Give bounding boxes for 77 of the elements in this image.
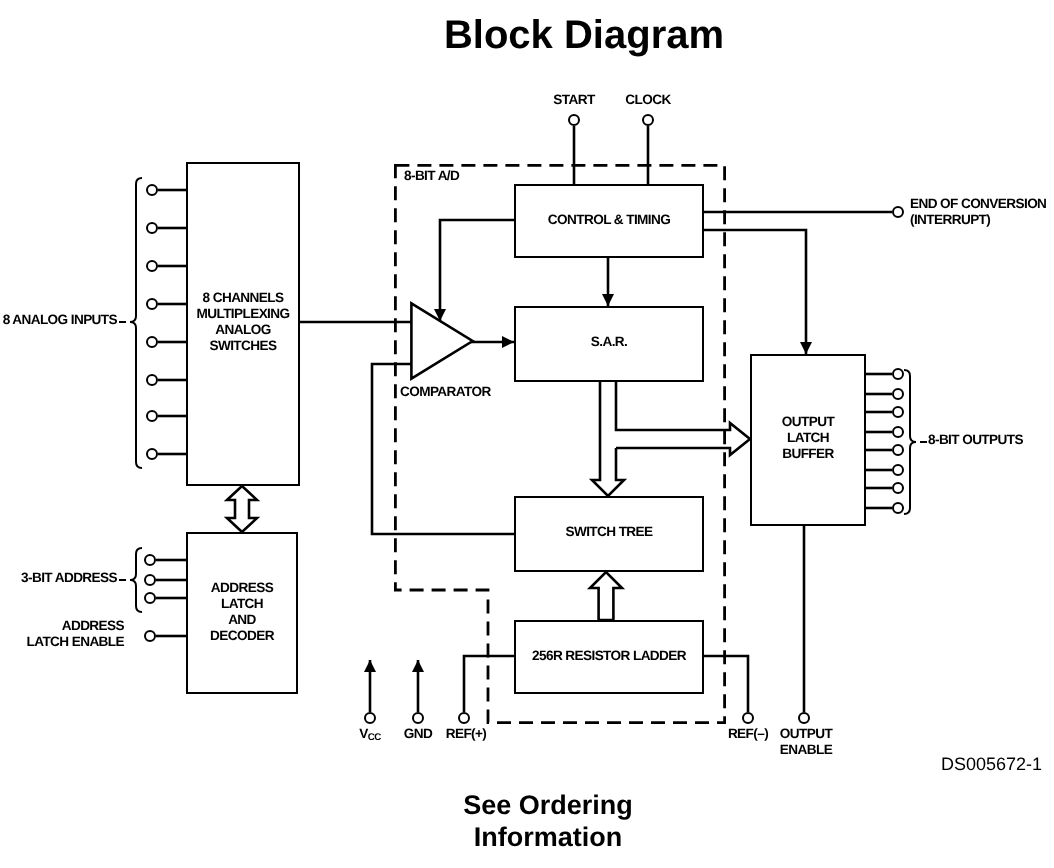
signal-line bbox=[572, 126, 576, 184]
terminal-pin bbox=[798, 712, 810, 724]
terminal-pin bbox=[146, 260, 158, 272]
signal-line bbox=[704, 654, 750, 712]
terminal-pin bbox=[892, 406, 904, 418]
arrow bbox=[364, 660, 376, 712]
terminal-pin bbox=[742, 712, 754, 724]
terminal-pin bbox=[364, 712, 376, 724]
arrow bbox=[412, 660, 424, 712]
signal-line bbox=[866, 410, 892, 414]
signal-line bbox=[866, 448, 892, 452]
arrow bbox=[434, 218, 514, 321]
terminal-pin bbox=[412, 712, 424, 724]
terminal-pin bbox=[892, 426, 904, 438]
terminal-pin bbox=[892, 444, 904, 456]
dashed-region bbox=[394, 164, 726, 724]
terminal-pin bbox=[146, 336, 158, 348]
signal-line bbox=[158, 414, 186, 418]
signal-line bbox=[370, 362, 514, 536]
terminal-pin bbox=[892, 206, 904, 218]
signal-line bbox=[866, 372, 892, 376]
arrow bbox=[602, 258, 614, 306]
function-block bbox=[750, 354, 866, 526]
terminal-pin bbox=[568, 114, 580, 126]
bus-arrow bbox=[586, 570, 626, 622]
figure-number: DS005672-1 bbox=[940, 754, 1042, 774]
function-block bbox=[186, 532, 298, 694]
comparator-triangle bbox=[410, 302, 474, 380]
arrow bbox=[704, 228, 812, 354]
signal-line bbox=[300, 320, 412, 324]
terminal-pin bbox=[144, 574, 156, 586]
signal-line bbox=[156, 558, 186, 562]
terminal-pin bbox=[146, 374, 158, 386]
signal-line bbox=[866, 506, 892, 510]
signal-line bbox=[866, 430, 892, 434]
signal-line bbox=[704, 210, 892, 214]
signal-line bbox=[158, 302, 186, 306]
terminal-pin bbox=[146, 448, 158, 460]
terminal-pin bbox=[642, 114, 654, 126]
terminal-pin bbox=[144, 630, 156, 642]
function-block bbox=[514, 620, 704, 694]
terminal-pin bbox=[892, 388, 904, 400]
terminal-pin bbox=[892, 368, 904, 380]
signal-line bbox=[156, 578, 186, 582]
terminal-pin bbox=[146, 222, 158, 234]
terminal-pin bbox=[892, 482, 904, 494]
function-block bbox=[514, 306, 704, 382]
signal-line bbox=[462, 654, 514, 712]
caption: See Ordering Information bbox=[461, 790, 635, 854]
diagram-title: Block Diagram bbox=[443, 14, 725, 58]
terminal-pin bbox=[892, 502, 904, 514]
signal-line bbox=[156, 596, 186, 600]
signal-line bbox=[866, 468, 892, 472]
terminal-pin bbox=[144, 592, 156, 604]
terminal-pin bbox=[146, 298, 158, 310]
terminal-pin bbox=[458, 712, 470, 724]
bus-arrow bbox=[588, 380, 628, 498]
arrow bbox=[471, 336, 514, 348]
signal-line bbox=[866, 486, 892, 490]
terminal-pin bbox=[892, 464, 904, 476]
signal-line bbox=[158, 452, 186, 456]
signal-line bbox=[158, 188, 186, 192]
signal-line bbox=[158, 264, 186, 268]
signal-line bbox=[156, 634, 186, 638]
signal-line bbox=[802, 526, 806, 712]
signal-line bbox=[866, 392, 892, 396]
signal-line bbox=[158, 378, 186, 382]
terminal-pin bbox=[146, 410, 158, 422]
function-block bbox=[186, 162, 300, 486]
bus-arrow bbox=[223, 484, 261, 534]
signal-line bbox=[158, 340, 186, 344]
signal-line bbox=[158, 226, 186, 230]
function-block bbox=[514, 496, 704, 572]
terminal-pin bbox=[146, 184, 158, 196]
signal-line bbox=[646, 126, 650, 184]
function-block bbox=[514, 184, 704, 258]
terminal-pin bbox=[144, 554, 156, 566]
